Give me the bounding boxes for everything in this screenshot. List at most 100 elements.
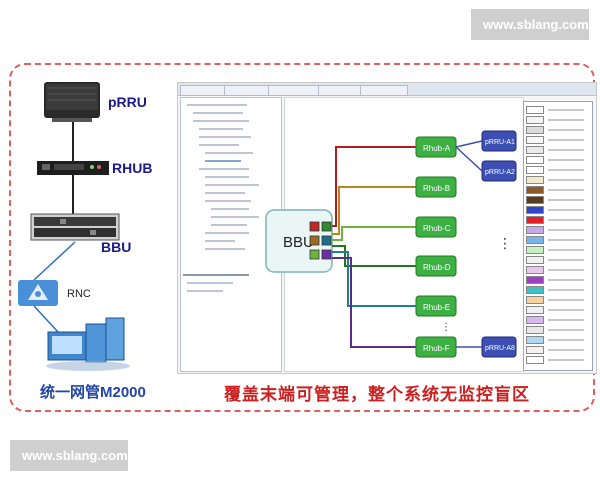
rhub-node-label: Rhub-A — [423, 144, 451, 153]
legend-text-line — [548, 249, 584, 251]
legend-text-line — [548, 129, 584, 131]
prru-link — [455, 146, 483, 172]
legend-entry — [526, 186, 590, 195]
legend-swatch — [526, 236, 544, 244]
legend-swatch — [526, 106, 544, 114]
legend-swatch — [526, 116, 544, 124]
legend-swatch — [526, 136, 544, 144]
prru-device-icon — [44, 82, 100, 122]
rnc-device-icon — [18, 280, 58, 306]
legend-swatch — [526, 216, 544, 224]
bbu-device-icon — [30, 213, 120, 241]
prru-link — [455, 140, 483, 148]
rhub-node-label: Rhub-E — [423, 303, 450, 312]
legend-entry — [526, 286, 590, 295]
legend-text-line — [548, 159, 584, 161]
legend-entry — [526, 356, 590, 365]
rhub-node-label: Rhub-F — [423, 344, 450, 353]
legend-text-line — [548, 199, 584, 201]
legend-swatch — [526, 246, 544, 254]
legend-entry — [526, 156, 590, 165]
rhub-device-icon — [37, 161, 109, 175]
rhub-link — [332, 146, 416, 227]
legend-swatch — [526, 266, 544, 274]
legend-text-line — [548, 189, 584, 191]
legend-text-line — [548, 149, 584, 151]
legend-swatch — [526, 186, 544, 194]
bbu-port — [309, 235, 320, 246]
bbu-port — [321, 235, 332, 246]
prru-node-label: pRRU-A1 — [485, 139, 515, 146]
legend-entry — [526, 276, 590, 285]
legend-text-line — [548, 229, 584, 231]
legend-entry — [526, 136, 590, 145]
bbu-port — [321, 249, 332, 260]
legend-entry — [526, 326, 590, 335]
legend-entry — [526, 336, 590, 345]
legend-entry — [526, 346, 590, 355]
legend-text-line — [548, 289, 584, 291]
nms-tab[interactable] — [360, 85, 408, 96]
legend-entry — [526, 166, 590, 175]
legend-swatch — [526, 156, 544, 164]
legend-text-line — [548, 349, 584, 351]
rnc-label: RNC — [67, 288, 91, 300]
nms-device-tree[interactable] — [180, 97, 282, 372]
legend-entry — [526, 176, 590, 185]
legend-text-line — [548, 239, 584, 241]
nms-tabbar — [178, 83, 596, 96]
bbu-port — [309, 221, 320, 232]
legend-text-line — [548, 169, 584, 171]
prru-node-label: pRRU-A2 — [485, 169, 515, 176]
rhub-link — [332, 186, 416, 235]
watermark-top: www.sblang.com — [471, 9, 589, 40]
legend-entry — [526, 266, 590, 275]
rhub-node — [415, 295, 457, 317]
legend-swatch — [526, 256, 544, 264]
bbu-port — [309, 249, 320, 260]
rhub-link — [332, 257, 416, 348]
rhub-label: RHUB — [112, 160, 153, 176]
legend-swatch — [526, 326, 544, 334]
legend-entry — [526, 256, 590, 265]
legend-entry — [526, 236, 590, 245]
rhub-node-label: Rhub-C — [423, 224, 451, 233]
legend-text-line — [548, 309, 584, 311]
legend-text-line — [548, 329, 584, 331]
rhub-node — [415, 255, 457, 277]
rhub-link — [332, 251, 416, 307]
legend-swatch — [526, 126, 544, 134]
rhub-node — [415, 216, 457, 238]
legend-text-line — [548, 219, 584, 221]
legend-entry — [526, 226, 590, 235]
rhub-node-label: Rhub-B — [423, 184, 450, 193]
legend-text-line — [548, 109, 584, 111]
bbu-node-label: BBU — [283, 234, 314, 251]
legend-swatch — [526, 166, 544, 174]
legend-swatch — [526, 146, 544, 154]
legend-entry — [526, 306, 590, 315]
legend-text-line — [548, 119, 584, 121]
legend-entry — [526, 206, 590, 215]
color-legend — [523, 101, 593, 371]
legend-swatch — [526, 226, 544, 234]
legend-text-line — [548, 139, 584, 141]
legend-swatch — [526, 346, 544, 354]
prru-node-label: pRRU-A8 — [485, 345, 515, 352]
legend-text-line — [548, 279, 584, 281]
legend-text-line — [548, 179, 584, 181]
bbu-port — [321, 221, 332, 232]
legend-text-line — [548, 269, 584, 271]
rhub-node-label: Rhub-D — [423, 263, 451, 272]
legend-entry — [526, 106, 590, 115]
legend-swatch — [526, 196, 544, 204]
legend-entry — [526, 126, 590, 135]
legend-swatch — [526, 306, 544, 314]
legend-swatch — [526, 286, 544, 294]
legend-entry — [526, 216, 590, 225]
legend-entry — [526, 246, 590, 255]
legend-swatch — [526, 356, 544, 364]
legend-text-line — [548, 359, 584, 361]
m2000-server-icon — [46, 317, 130, 371]
